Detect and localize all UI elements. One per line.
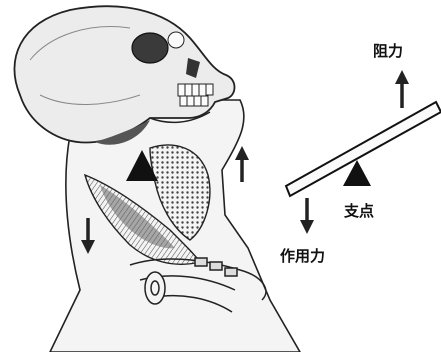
arrow-effort-down xyxy=(300,198,314,234)
arrow-up-neck xyxy=(235,146,249,182)
resistance-label: 阻力 xyxy=(373,40,403,61)
effort-label: 作用力 xyxy=(280,245,325,266)
fulcrum-label: 支点 xyxy=(344,200,374,221)
arrow-resistance-up xyxy=(395,70,409,108)
